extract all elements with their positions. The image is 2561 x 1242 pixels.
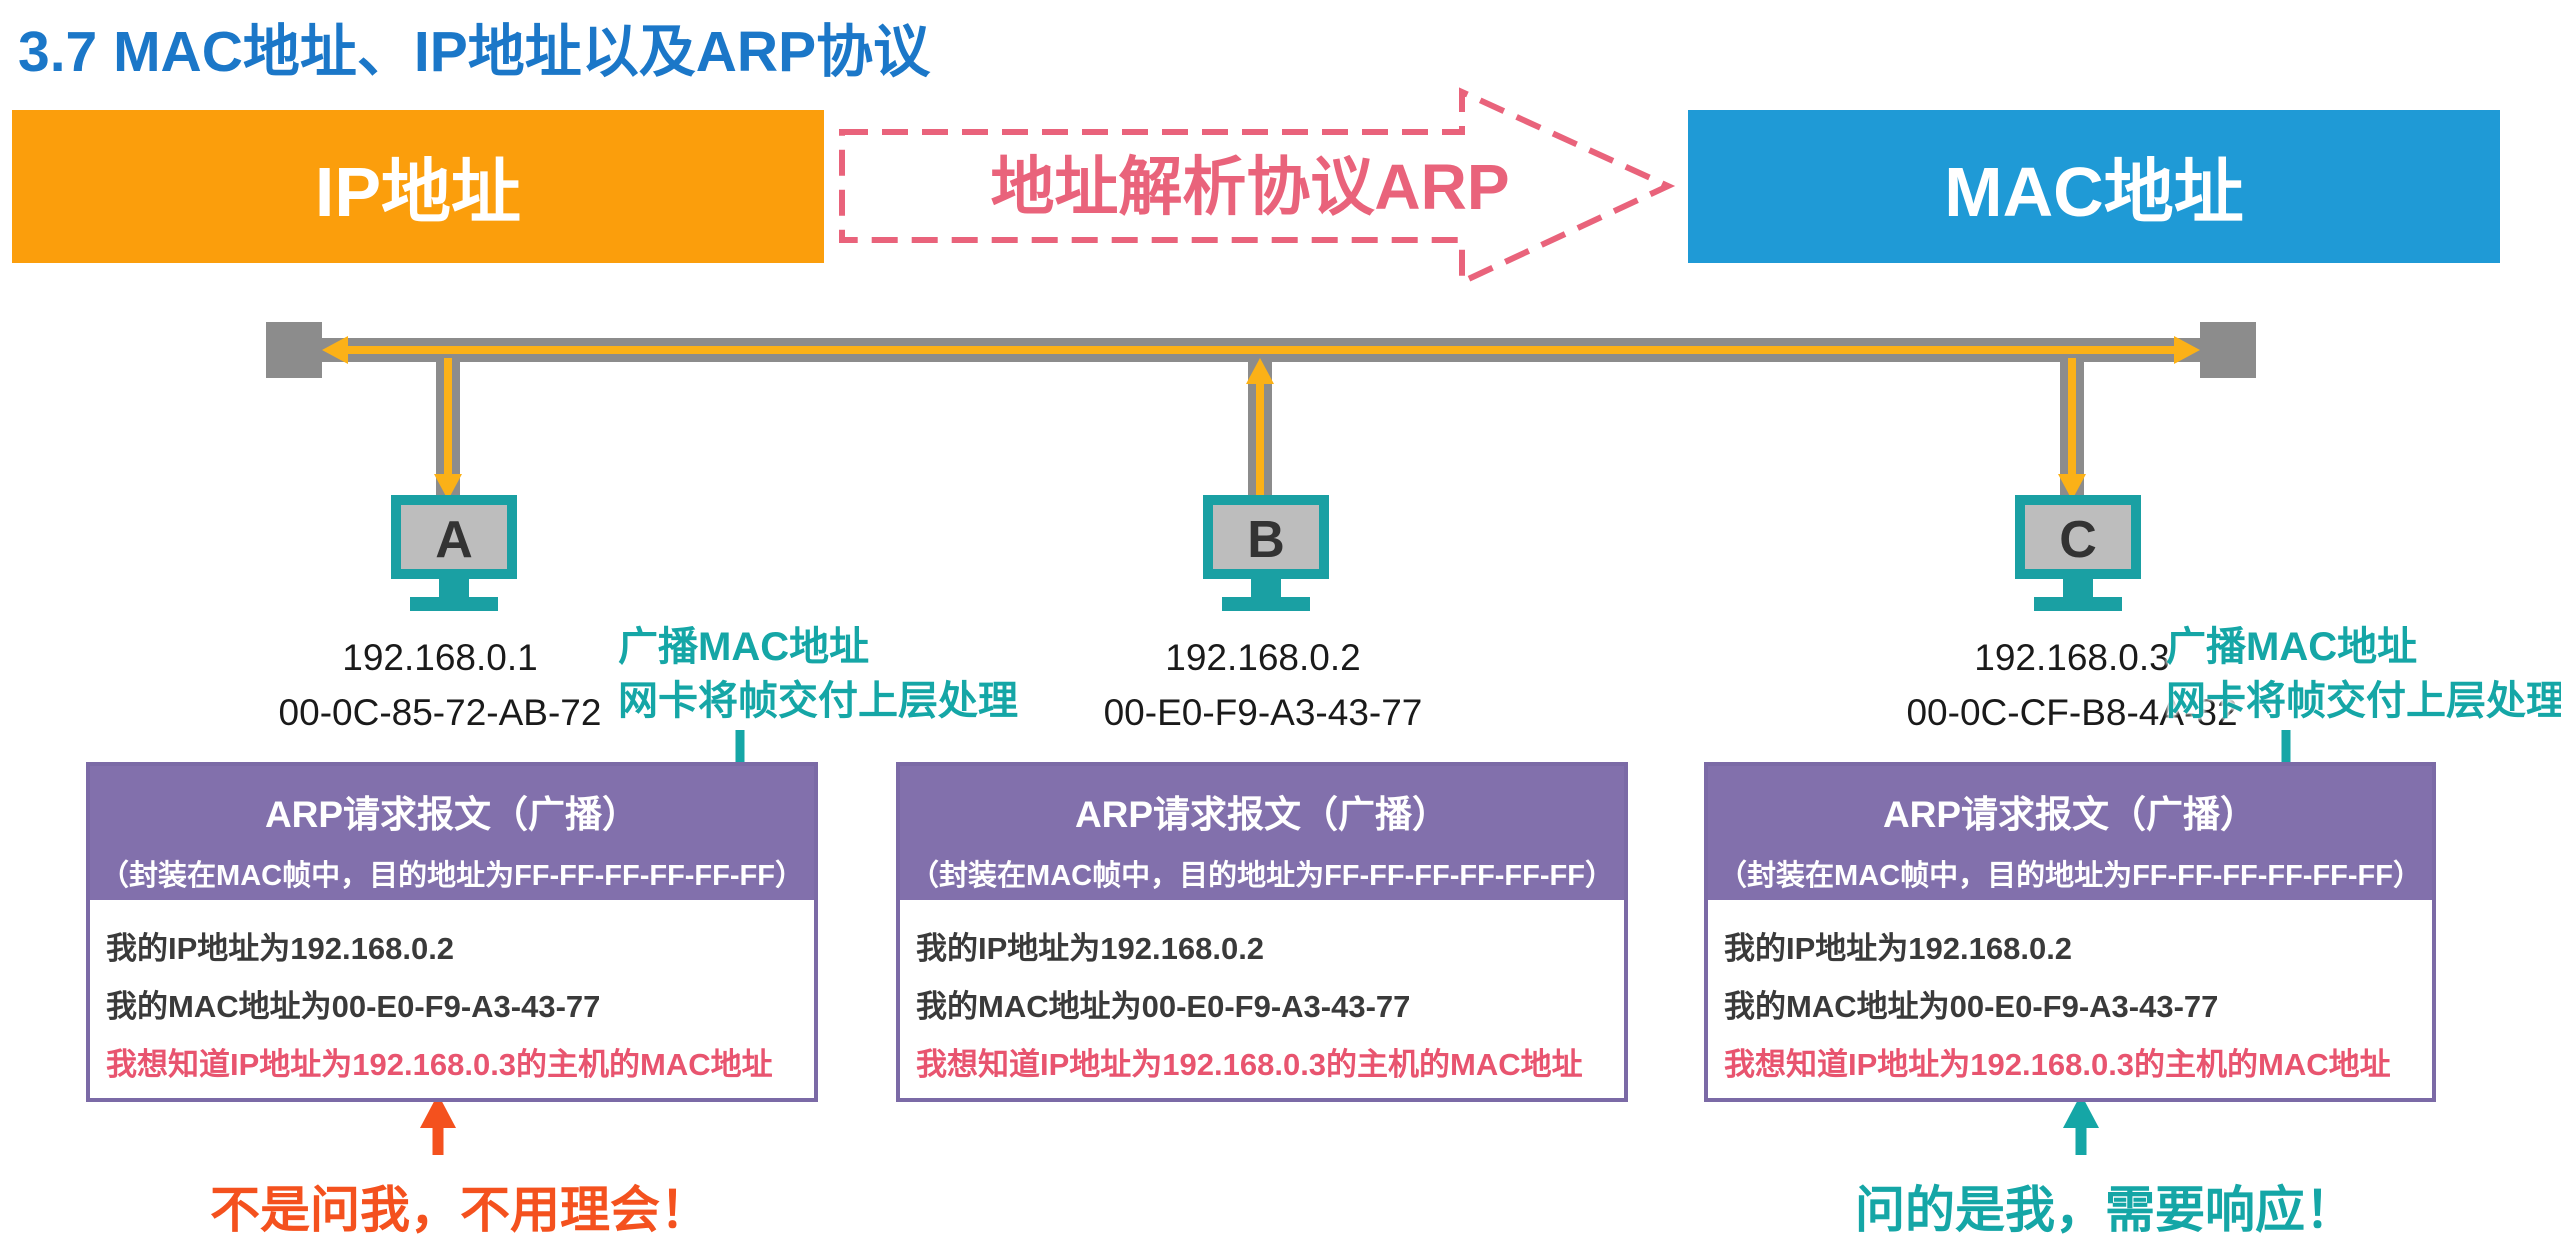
host-c-ip: 192.168.0.3 <box>1974 637 2170 678</box>
host-a-response-note: 不是问我，不用理会！ <box>210 1182 710 1238</box>
arp-sender-ip: 我的IP地址为192.168.0.2 <box>1724 931 2073 966</box>
arp-sender-mac: 我的MAC地址为00-E0-F9-A3-43-77 <box>916 989 1411 1024</box>
arp-request-packet-c: ARP请求报文（广播） （封装在MAC帧中，目的地址为FF-FF-FF-FF-F… <box>1704 762 2436 1102</box>
host-a-mac: 00-0C-85-72-AB-72 <box>278 692 602 733</box>
arp-target-query: 我想知道IP地址为192.168.0.3的主机的MAC地址 <box>916 1047 1583 1082</box>
mac-address-banner: MAC地址 <box>1688 110 2500 263</box>
mac-address-label: MAC地址 <box>1944 153 2244 231</box>
host-a-letter: A <box>435 511 473 569</box>
arp-packet-title: ARP请求报文（广播） <box>264 794 640 835</box>
arp-arrow-label: 地址解析协议ARP <box>990 151 1510 223</box>
arp-target-query: 我想知道IP地址为192.168.0.3的主机的MAC地址 <box>106 1047 773 1082</box>
arp-sender-ip: 我的IP地址为192.168.0.2 <box>916 931 1265 966</box>
arp-target-query: 我想知道IP地址为192.168.0.3的主机的MAC地址 <box>1724 1047 2391 1082</box>
ip-address-banner: IP地址 <box>12 110 824 263</box>
host-b-computer-icon <box>1203 495 1329 611</box>
arp-packet-title: ARP请求报文（广播） <box>1074 794 1450 835</box>
note-deliver-upper: 网卡将帧交付上层处理 <box>2166 679 2561 723</box>
host-c-nic-note: 广播MAC地址 网卡将帧交付上层处理 <box>2166 620 2561 728</box>
arp-packet-subtitle: （封装在MAC帧中，目的地址为FF-FF-FF-FF-FF-FF） <box>910 860 1614 892</box>
arp-packet-header: ARP请求报文（广播） （封装在MAC帧中，目的地址为FF-FF-FF-FF-F… <box>1708 766 2432 900</box>
reject-arrow-a <box>420 1094 456 1155</box>
arp-packet-header: ARP请求报文（广播） （封装在MAC帧中，目的地址为FF-FF-FF-FF-F… <box>90 766 814 900</box>
host-a-ip: 192.168.0.1 <box>342 637 538 678</box>
arp-packet-subtitle: （封装在MAC帧中，目的地址为FF-FF-FF-FF-FF-FF） <box>1718 860 2422 892</box>
broadcast-signal <box>322 336 2200 500</box>
bus-terminator-right <box>2200 322 2256 378</box>
page-title: 3.7 MAC地址、IP地址以及ARP协议 <box>18 20 931 84</box>
host-c-letter: C <box>2059 511 2097 569</box>
arp-arrow-outline <box>839 87 1676 287</box>
note-deliver-upper: 网卡将帧交付上层处理 <box>618 679 1018 723</box>
host-a-nic-note: 广播MAC地址 网卡将帧交付上层处理 <box>618 620 1018 728</box>
arp-sender-mac: 我的MAC地址为00-E0-F9-A3-43-77 <box>106 989 601 1024</box>
arp-packet-header: ARP请求报文（广播） （封装在MAC帧中，目的地址为FF-FF-FF-FF-F… <box>900 766 1624 900</box>
ip-address-label: IP地址 <box>314 153 522 231</box>
note-broadcast-mac: 广播MAC地址 <box>618 625 870 669</box>
host-b-letter: B <box>1247 511 1285 569</box>
bus-terminator-left <box>266 322 322 378</box>
host-c-mac: 00-0C-CF-B8-4A-82 <box>1906 692 2238 733</box>
arp-request-packet-a: ARP请求报文（广播） （封装在MAC帧中，目的地址为FF-FF-FF-FF-F… <box>86 762 818 1102</box>
arp-sender-ip: 我的IP地址为192.168.0.2 <box>106 931 455 966</box>
accept-arrow-c <box>2063 1094 2099 1155</box>
arp-sender-mac: 我的MAC地址为00-E0-F9-A3-43-77 <box>1724 989 2219 1024</box>
host-a-computer-icon <box>391 495 517 611</box>
arp-packet-title: ARP请求报文（广播） <box>1882 794 2258 835</box>
arp-request-packet-b: ARP请求报文（广播） （封装在MAC帧中，目的地址为FF-FF-FF-FF-F… <box>896 762 1628 1102</box>
note-broadcast-mac: 广播MAC地址 <box>2166 625 2418 669</box>
host-c-computer-icon <box>2015 495 2141 611</box>
arp-packet-subtitle: （封装在MAC帧中，目的地址为FF-FF-FF-FF-FF-FF） <box>100 860 804 892</box>
host-b-mac: 00-E0-F9-A3-43-77 <box>1103 692 1423 733</box>
host-c-response-note: 问的是我，需要响应！ <box>1855 1182 2355 1238</box>
host-b-ip: 192.168.0.2 <box>1165 637 1361 678</box>
